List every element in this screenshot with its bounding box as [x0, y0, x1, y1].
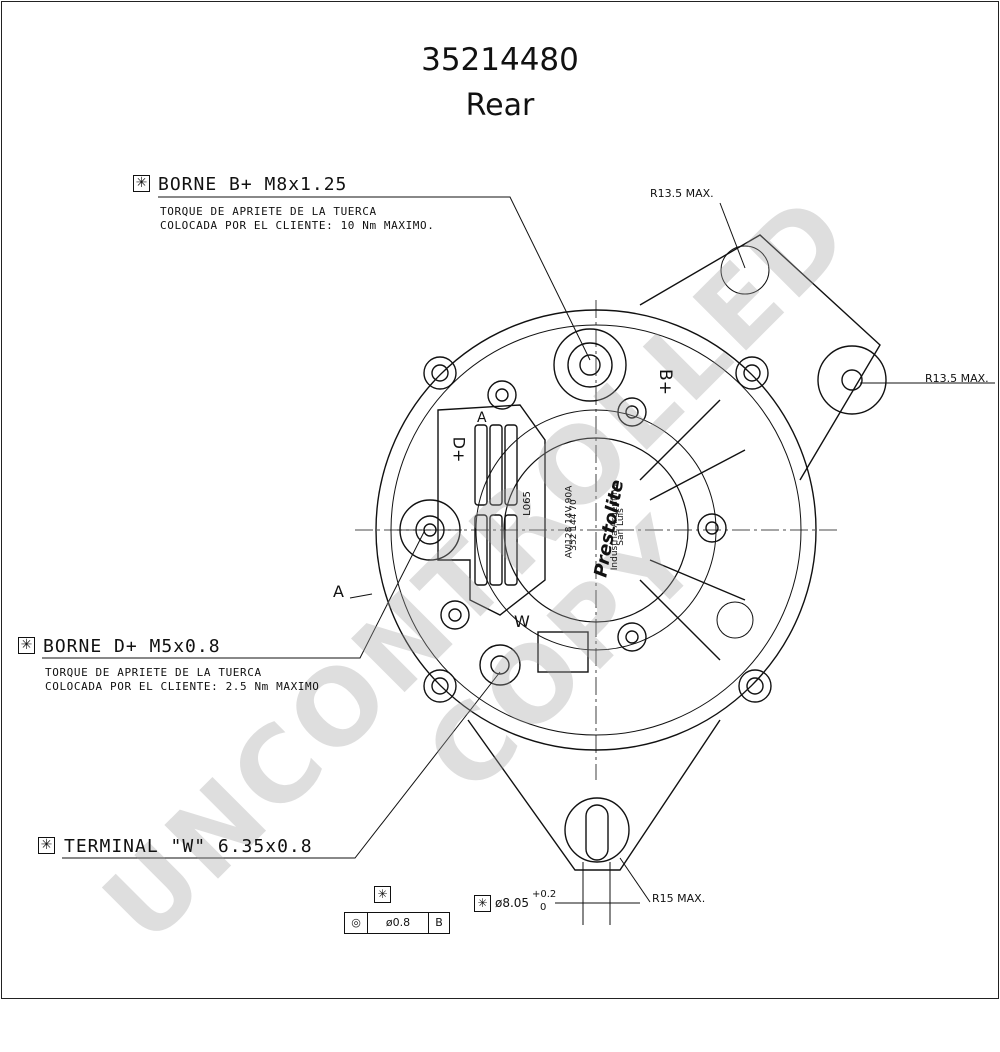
right-ear-boss: [817, 345, 887, 415]
radius-top: R13.5 MAX.: [650, 187, 714, 200]
borne-b-note-1: TORQUE DE APRIETE DE LA TUERCA: [160, 205, 377, 218]
borne-b-note-2: COLOCADA POR EL CLIENTE: 10 Nm MAXIMO.: [160, 219, 435, 232]
section-a-label: A: [333, 582, 344, 601]
w-mark: W: [514, 612, 530, 631]
diameter-value: ø8.05: [495, 896, 530, 910]
drawing-frame: [1, 1, 999, 999]
part-number-title: 35214480: [421, 42, 579, 78]
diameter-star: ✳: [474, 895, 491, 912]
label-code: L065: [521, 491, 533, 516]
borne-d-note-1: TORQUE DE APRIETE DE LA TUERCA: [45, 666, 262, 679]
tol-frame-value: ø0.8: [368, 913, 429, 933]
bottom-slot: [585, 804, 609, 861]
radius-bottom: R15 MAX.: [652, 892, 706, 905]
view-subtitle: Rear: [465, 88, 535, 123]
concentricity-symbol: ◎: [345, 913, 368, 933]
terminal-w-symbol: ✳: [38, 837, 55, 854]
d-plus-mark: D+: [449, 436, 469, 463]
tol-frame-star: ✳: [374, 886, 391, 903]
tolerance-frame: ◎ ø0.8 B: [344, 912, 450, 934]
borne-d-symbol: ✳: [18, 637, 35, 654]
top-ear-hole: [720, 245, 770, 295]
tolerance-plus: +0.2: [532, 889, 557, 900]
borne-b-symbol: ✳: [133, 175, 150, 192]
borne-d-label: BORNE D+ M5x0.8: [43, 636, 221, 657]
tol-frame-datum: B: [435, 916, 443, 929]
bottom-ear: [467, 719, 721, 871]
w-connector: [537, 631, 589, 673]
borne-b-label: BORNE B+ M8x1.25: [158, 174, 348, 195]
terminal-w-label: TERMINAL "W" 6.35x0.8: [64, 836, 313, 857]
bottom-ear-boss: [564, 797, 630, 863]
origin-line-2: San Luis: [615, 508, 626, 546]
borne-d-note-2: COLOCADA POR EL CLIENTE: 2.5 Nm MAXIMO: [45, 680, 320, 693]
right-ear-hole: [841, 369, 863, 391]
tolerance-zero: 0: [540, 902, 547, 913]
w-terminal: [479, 644, 521, 686]
alternator-drawing: [42, 196, 995, 925]
b-plus-mark: B+: [654, 369, 675, 395]
spec-line-2: 352 144 70: [568, 499, 579, 551]
radius-right: R13.5 MAX.: [925, 372, 989, 385]
section-a-inner: A: [477, 410, 487, 426]
b-plus-boss: [553, 328, 627, 402]
regulator-block: [437, 404, 546, 616]
